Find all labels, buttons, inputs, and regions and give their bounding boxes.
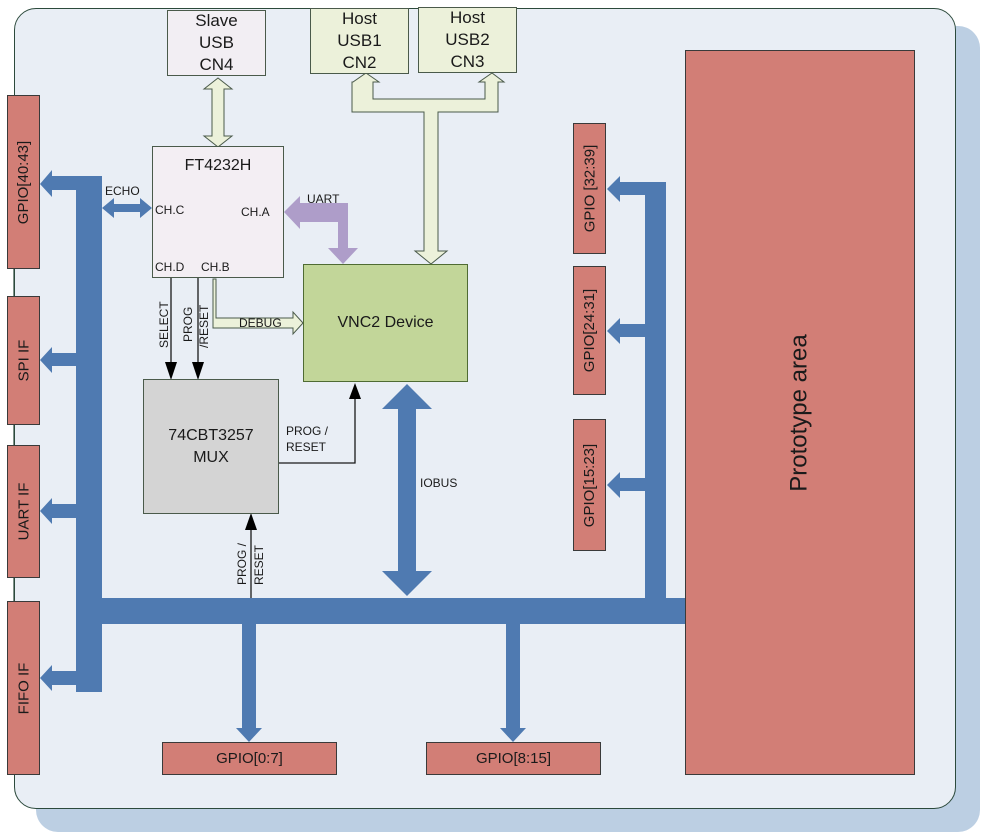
arrow-to-fifo-if	[40, 665, 76, 691]
left-if-uart: UART IF	[7, 445, 40, 578]
debug-label: DEBUG	[239, 316, 282, 330]
arrow-to-gpio-32-39	[607, 176, 645, 202]
prototype-area: Prototype area	[685, 50, 915, 775]
bottom-gpio-0-7: GPIO[0:7]	[162, 742, 337, 775]
left-if-gpio-40-43-label: GPIO[40:43]	[15, 140, 33, 224]
ft4232h-title: FT4232H	[184, 157, 252, 174]
bottom-gpio-8-15: GPIO[8:15]	[426, 742, 601, 775]
host-usb2-line3: CN3	[450, 52, 485, 71]
slave-usb-line3: CN4	[199, 55, 234, 74]
right-bus-trunk	[645, 182, 666, 612]
main-bus	[76, 598, 686, 624]
host-usb2-line1: Host	[450, 8, 485, 27]
left-if-fifo: FIFO IF	[7, 601, 40, 775]
left-if-gpio-40-43: GPIO[40:43]	[7, 95, 40, 269]
ft4232h-chip: FT4232H CH.C CH.A CH.D CH.B	[152, 146, 284, 278]
host-usb-fork-arrow	[351, 72, 506, 265]
bottom-gpio-8-15-label: GPIO[8:15]	[475, 750, 552, 767]
arrow-to-gpio-15-23	[607, 472, 645, 498]
prog-reset-arrowhead	[192, 362, 204, 380]
iobus-arrow	[382, 384, 432, 596]
slave-usb-line1: Slave	[195, 11, 238, 30]
host-usb1-line2: USB1	[337, 31, 382, 50]
vnc2-device: VNC2 Device	[303, 264, 468, 382]
mux-to-vnc-line	[278, 397, 356, 464]
arrow-to-spi-if	[40, 347, 76, 373]
arrow-to-gpio-24-31	[607, 318, 645, 344]
mux-line2: MUX	[193, 448, 229, 466]
host-usb1-line3: CN2	[342, 53, 377, 72]
right-gpio-15-23-label: GPIO[15:23]	[581, 443, 599, 527]
arrow-to-gpio-8-15	[500, 624, 526, 742]
echo-arrow	[102, 198, 152, 218]
prog-reset-out-line2: RESET	[286, 440, 327, 454]
uart-label: UART	[307, 192, 340, 206]
ch-b-label: CH.B	[201, 260, 230, 274]
echo-label: ECHO	[105, 184, 140, 198]
mux-line1: 74CBT3257	[168, 426, 254, 444]
slave-usb-line2: USB	[199, 33, 234, 52]
select-label: SELECT	[157, 301, 171, 348]
right-gpio-15-23: GPIO[15:23]	[573, 419, 606, 551]
prototype-area-label: Prototype area	[786, 333, 813, 492]
host-usb2-cn3: Host USB2 CN3	[418, 7, 517, 73]
prog-reset-out-line1: PROG /	[286, 424, 329, 438]
ch-d-label: CH.D	[155, 260, 185, 274]
ch-a-label: CH.A	[241, 205, 270, 219]
host-usb2-line2: USB2	[445, 30, 490, 49]
host-usb1-cn2: Host USB1 CN2	[310, 8, 409, 74]
bottom-gpio-0-7-label: GPIO[0:7]	[216, 750, 283, 767]
uart-arrow	[284, 196, 358, 264]
iobus-label: IOBUS	[420, 476, 458, 490]
left-if-fifo-label: FIFO IF	[15, 662, 33, 714]
debug-arrow	[212, 278, 304, 336]
left-if-uart-label: UART IF	[15, 482, 33, 541]
ch-c-label: CH.C	[155, 203, 185, 217]
prog-reset-in-line1: PROG /	[235, 542, 249, 585]
host-usb1-line1: Host	[342, 9, 377, 28]
prog-reset-in-line2: RESET	[252, 544, 266, 585]
select-arrowhead	[165, 362, 177, 380]
slave-usb-cn4: Slave USB CN4	[167, 10, 266, 76]
vnc2-title: VNC2 Device	[337, 314, 434, 331]
reset-label-1: /RESET	[197, 304, 211, 348]
right-gpio-24-31-label: GPIO[24:31]	[581, 288, 599, 373]
arrow-to-uart-if	[40, 498, 76, 524]
left-if-spi: SPI IF	[7, 296, 40, 425]
right-gpio-24-31: GPIO[24:31]	[573, 266, 606, 395]
right-gpio-32-39-label: GPIO [32:39]	[581, 144, 599, 233]
mux-74cbt3257: 74CBT3257 MUX	[143, 379, 279, 514]
left-if-spi-label: SPI IF	[15, 339, 32, 382]
mux-to-vnc-arrowhead	[349, 383, 361, 399]
prog-label-1: PROG	[181, 306, 195, 342]
right-gpio-32-39: GPIO [32:39]	[573, 123, 606, 254]
arrow-to-gpio-0-7	[236, 624, 262, 742]
arrow-to-gpio-40-43	[40, 170, 76, 197]
bus-to-mux-arrowhead	[245, 513, 257, 530]
slave-usb-arrow	[202, 77, 234, 148]
